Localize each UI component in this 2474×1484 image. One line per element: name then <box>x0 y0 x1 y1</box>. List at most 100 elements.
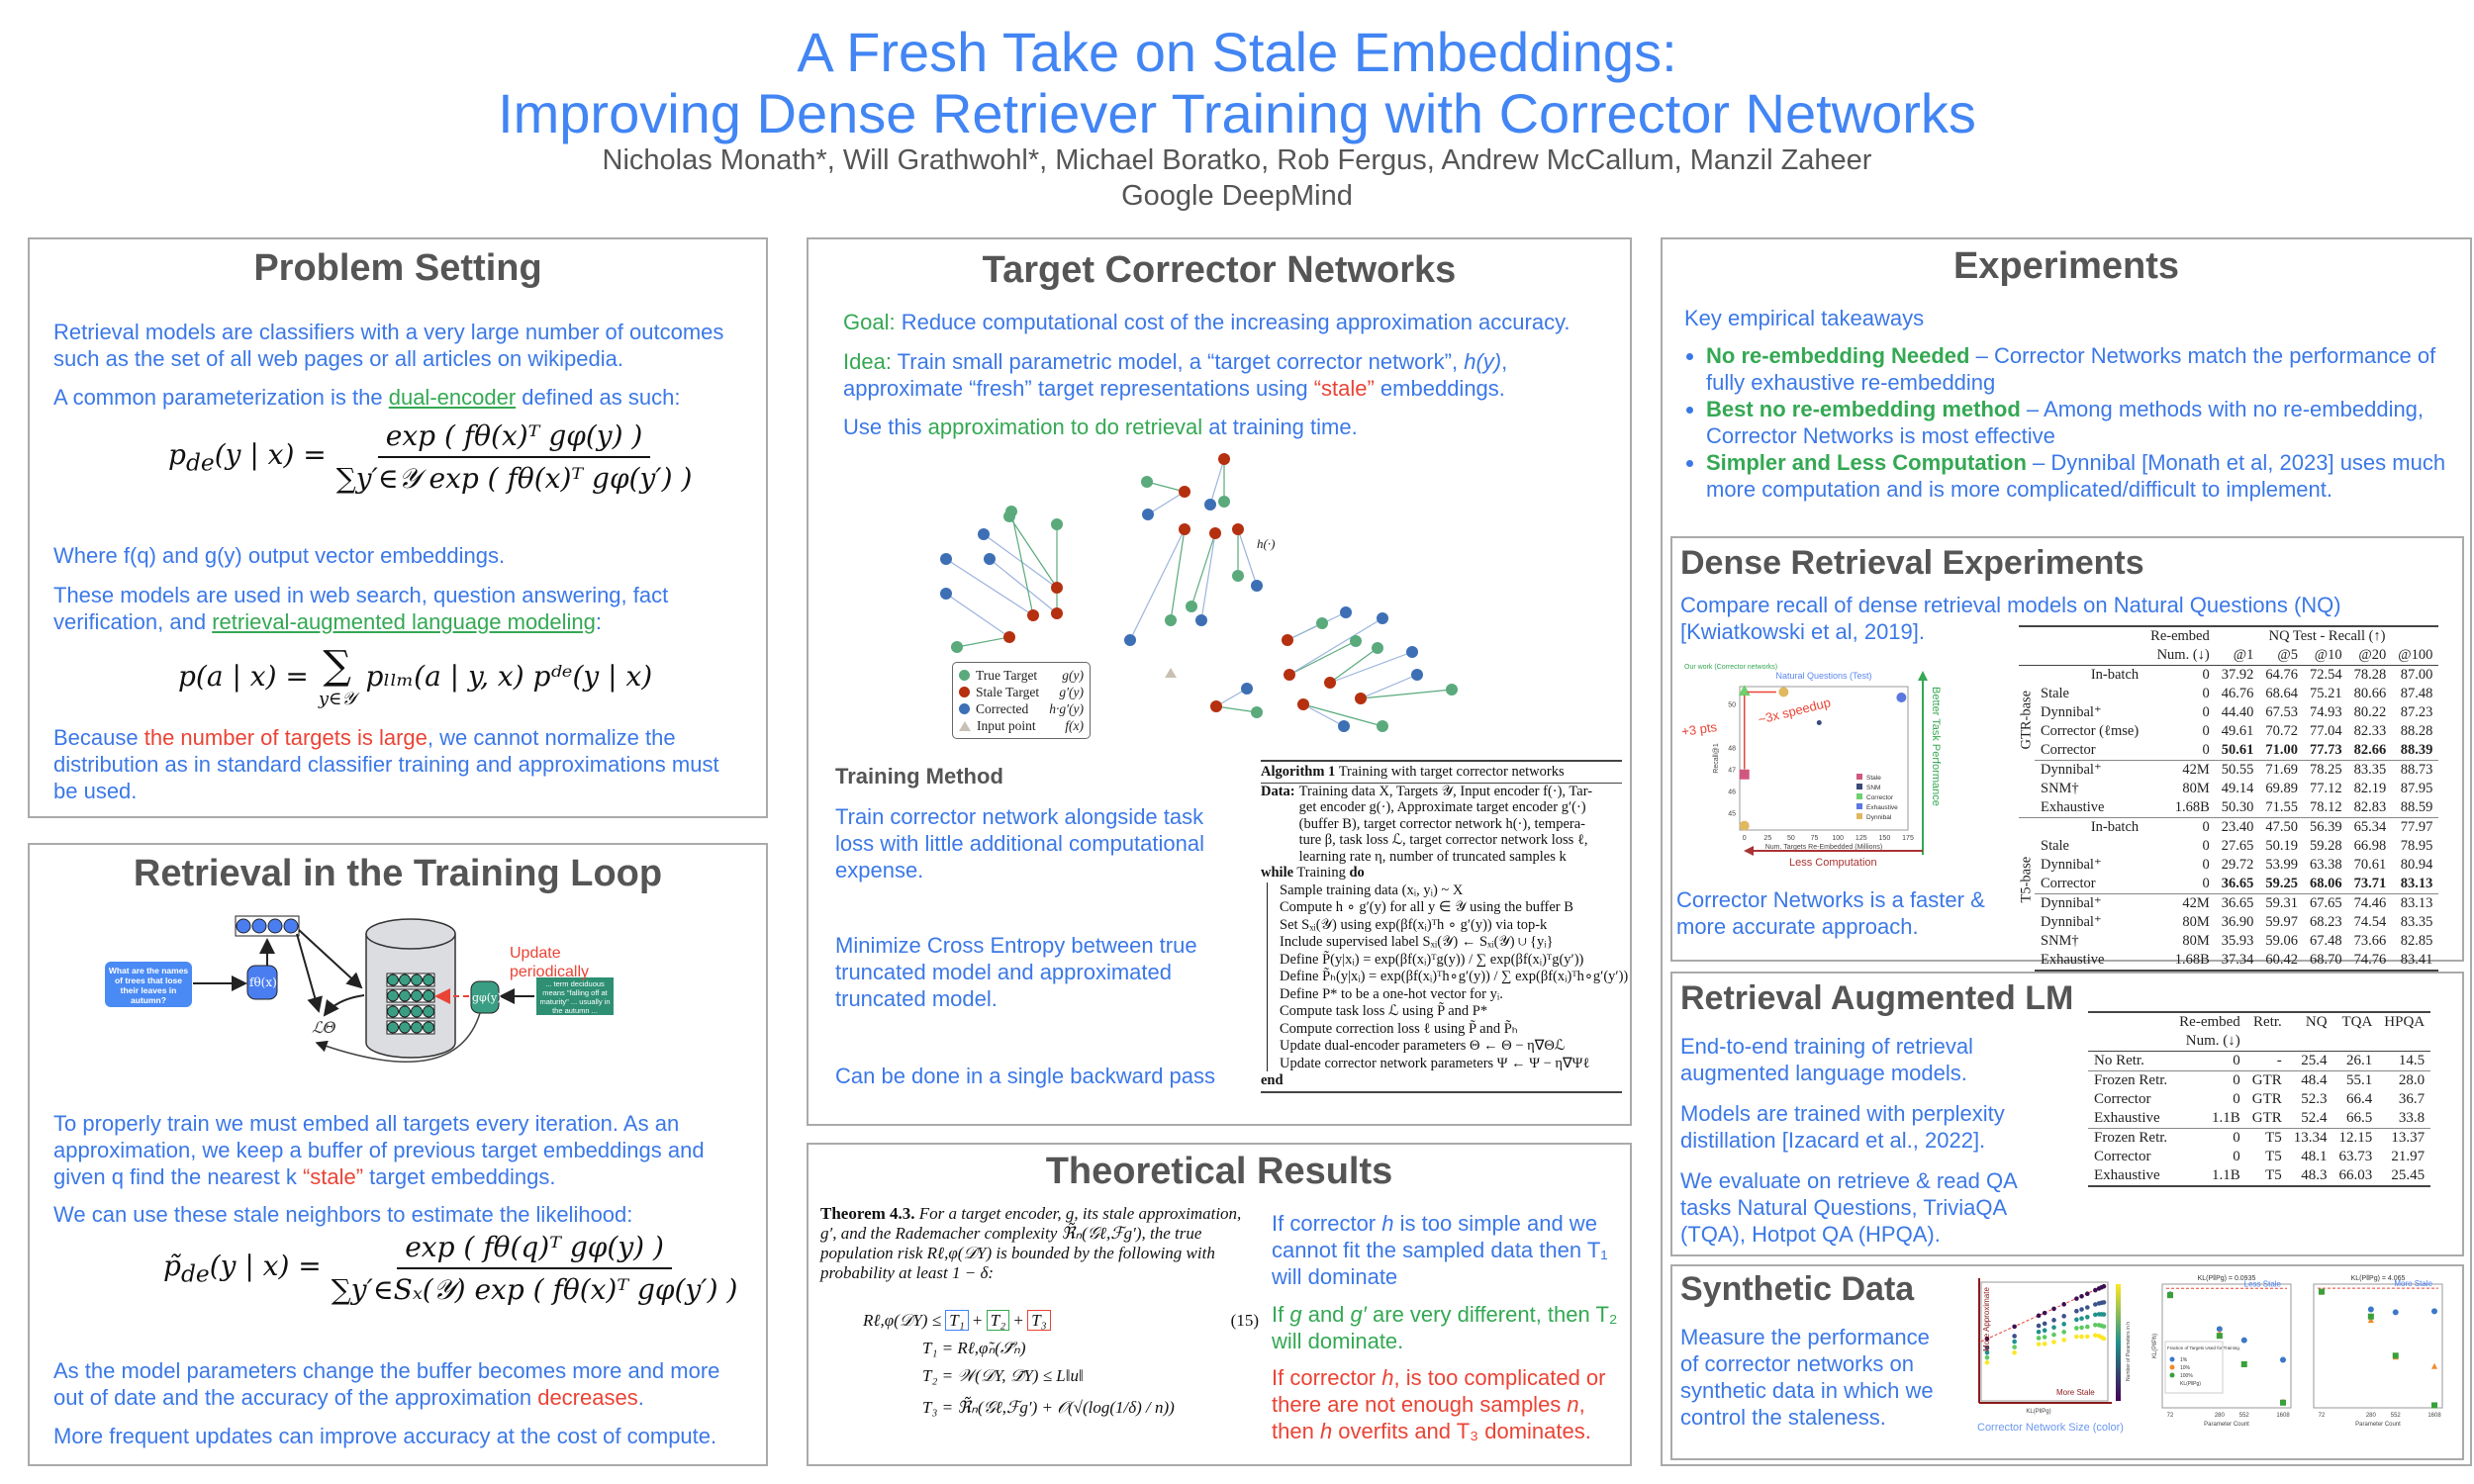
data-point <box>2101 1300 2107 1305</box>
table-cell: Stale <box>2041 838 2069 854</box>
text-segment: dual-encoder <box>388 385 517 410</box>
table-cell: 29.72 <box>2221 857 2254 873</box>
annotation-gain: +3 pts <box>1680 719 1718 739</box>
idea-text: Idea: Train small parametric model, a “t… <box>843 348 1556 402</box>
correction-arrow <box>1209 458 1225 506</box>
data-point <box>2012 1345 2017 1349</box>
table-cell: 66.5 <box>2346 1110 2373 1126</box>
theoretical-results-panel: Theoretical Results Theorem 4.3. For a t… <box>807 1143 1632 1466</box>
text-segment: Because <box>53 725 144 750</box>
data-point <box>2061 1330 2066 1335</box>
table-cell: 87.23 <box>2400 704 2433 720</box>
takeaway-item: Simpler and Less Computation – Dynnibal … <box>1706 449 2468 503</box>
theory-result-3: If corrector h, is too complicated or th… <box>1272 1364 1618 1444</box>
table-cell: 44.40 <box>2221 704 2254 720</box>
true-target-point <box>1165 614 1177 626</box>
stale-target-point <box>1179 486 1190 498</box>
table-cell: 80M <box>2182 933 2210 949</box>
table-cell: 74.93 <box>2310 704 2342 720</box>
corrector-embedding-diagram <box>940 453 1458 732</box>
subsection-heading: Dense Retrieval Experiments <box>1680 544 2144 582</box>
f-label: fθ(x) <box>249 975 277 989</box>
table-cell: 28.0 <box>2378 1070 2431 1090</box>
algorithm-step: Update dual-encoder parameters Θ ← Θ − η… <box>1280 1038 1566 1054</box>
authors: Nicholas Monath*, Will Grathwohl*, Micha… <box>602 144 1872 176</box>
legend-label: Exhaustive <box>1866 804 1898 811</box>
data-point <box>2085 1334 2090 1340</box>
data-point-corrector <box>1738 685 1751 696</box>
table-cell: 0 <box>2202 723 2210 739</box>
header-cell: TQA <box>2332 1011 2379 1032</box>
annotation-less-compute: Less Computation <box>1789 857 1877 869</box>
text-segment: h <box>1381 1211 1394 1236</box>
header-cell: Num. (↓) <box>2144 646 2216 666</box>
algorithm-step: Set Sₓᵢ(𝒴) using exp(βf(xᵢ)ᵀh ∘ g′(y)) v… <box>1280 916 1548 933</box>
data-point <box>2042 1328 2047 1334</box>
table-cell: 1.68B <box>2144 951 2216 972</box>
table-cell: 71.69 <box>2259 760 2304 780</box>
corrected-point <box>978 528 990 540</box>
algorithm-step: Define P̃(y|xᵢ) = exp(βf(xᵢ)ᵀg(y)) / ∑ e… <box>1280 951 1584 968</box>
table-cell: 80M <box>2182 781 2210 796</box>
table-cell: 80.94 <box>2400 857 2433 873</box>
arrow-head-icon <box>1918 671 1928 681</box>
corrected-point <box>1377 612 1388 624</box>
true-target-point <box>1316 617 1328 629</box>
colorbar <box>2116 1284 2121 1401</box>
table-cell: 77.12 <box>2310 781 2342 796</box>
algorithm-step: Compute h ∘ g′(y) for all y ∈ 𝒴 using th… <box>1280 899 1573 915</box>
data-point <box>2093 1323 2098 1328</box>
table-cell: 50.55 <box>2215 760 2260 780</box>
data-point <box>2074 1334 2079 1340</box>
table-cell: No Retr. <box>2094 1053 2144 1068</box>
x-arrow-label: More Stale <box>2056 1388 2095 1397</box>
loss-label: ℒΘ <box>312 1018 336 1037</box>
data-point <box>1984 1355 1990 1360</box>
data-point <box>2051 1318 2056 1323</box>
table-cell: 0 <box>2202 742 2210 758</box>
correction-arrow <box>1237 528 1258 587</box>
data-point-dynnibal <box>1778 687 1789 697</box>
table-cell: 46.76 <box>2221 686 2254 701</box>
ralm-panel: Retrieval Augmented LM End-to-end traini… <box>1670 972 2464 1256</box>
table-cell: 36.90 <box>2221 914 2254 930</box>
use-text: Use this approximation to do retrieval a… <box>843 414 1615 440</box>
loop-p4: More frequent updates can improve accura… <box>53 1423 746 1449</box>
true-target-point <box>1372 642 1383 654</box>
stale-target-point <box>1051 607 1063 619</box>
x-tick-label: 552 <box>2391 1413 2402 1419</box>
table-cell: 60.42 <box>2259 951 2304 972</box>
table-cell: 59.28 <box>2310 838 2342 854</box>
true-target-point <box>1350 635 1362 647</box>
text-segment: To properly train we must embed all targ… <box>53 1111 705 1189</box>
data-point <box>2061 1338 2066 1343</box>
query-encoder-icon <box>246 965 278 1000</box>
legend-label: KL(P‖Pg) <box>2180 1381 2201 1387</box>
legend-label: Dynnibal <box>1866 814 1892 821</box>
table-cell: 82.85 <box>2400 933 2433 949</box>
algorithm-step: Compute task loss ℒ using P̃ and P* <box>1280 1003 1488 1019</box>
table-cell: 55.1 <box>2332 1070 2379 1090</box>
problem-p4: These models are used in web search, que… <box>53 582 746 635</box>
annotation-our-work: Our work (Corrector networks) <box>1684 664 1777 671</box>
table-cell: 0 <box>2173 1070 2246 1090</box>
takeaway-item: No re-embedding Needed – Corrector Netwo… <box>1706 342 2468 396</box>
header-cell <box>2019 646 2035 666</box>
data-point-exhaustive <box>1896 692 1907 702</box>
table-cell: 56.39 <box>2304 817 2348 837</box>
x-axis-label: Parameter Count <box>2204 1422 2249 1428</box>
x-tick-label: 280 <box>2366 1413 2377 1419</box>
text-segment: defined as such: <box>516 385 681 410</box>
corrected-point <box>1251 580 1263 592</box>
true-target-point <box>1251 706 1263 718</box>
section-heading: Experiments <box>1952 245 2180 287</box>
h-label: h(·) <box>1257 536 1276 551</box>
table-cell: 36.65 <box>2221 876 2254 891</box>
text-segment: Goal: <box>843 310 902 334</box>
legend-label: Stale <box>1866 775 1881 782</box>
table-cell: 72.54 <box>2310 667 2342 683</box>
legend-label: Corrector <box>1866 794 1894 801</box>
table-cell: 0 <box>2202 876 2210 891</box>
